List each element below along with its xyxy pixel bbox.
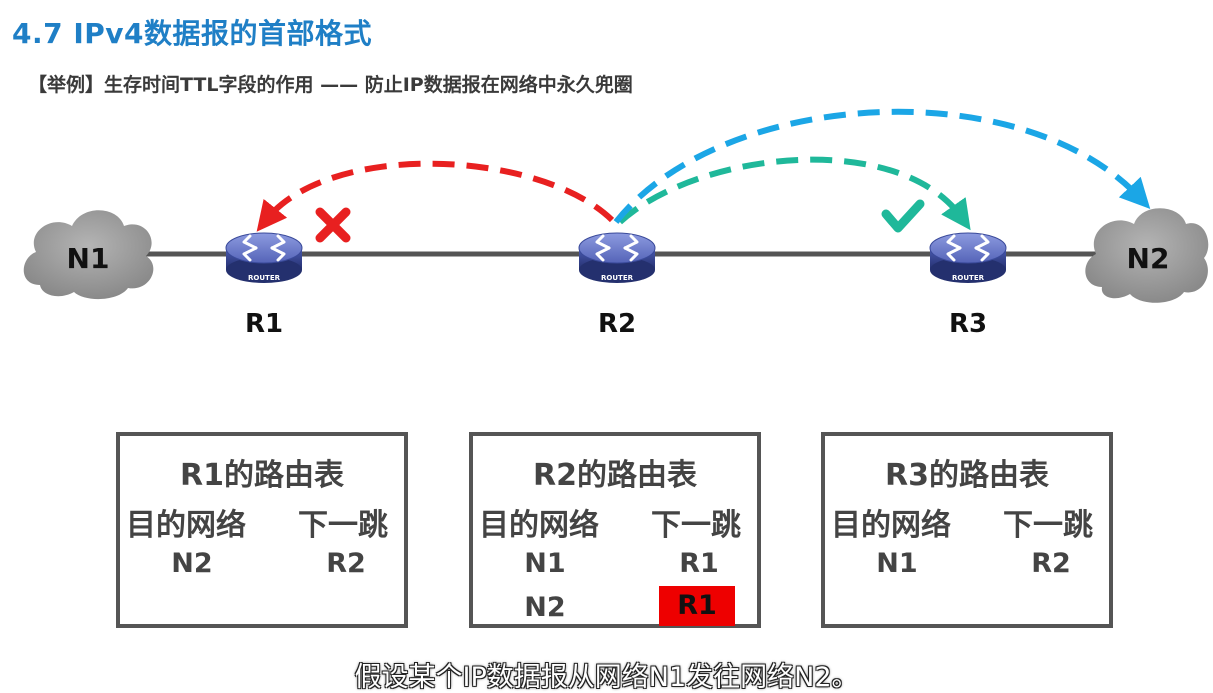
page-subtitle: 【举例】生存时间TTL字段的作用 —— 防止IP数据报在网络中永久兜圈 (28, 74, 633, 96)
header-next-hop: 下一跳 (1003, 508, 1093, 543)
router-r2-label: R2 (598, 309, 636, 339)
routing-table-title: R1的路由表 (180, 458, 344, 493)
network-n2-label: N2 (1127, 242, 1170, 275)
route-next-hop: R2 (1031, 548, 1071, 579)
router-r1-label: R1 (245, 309, 283, 339)
route-next-hop-highlighted: R1 (659, 586, 735, 626)
route-destination: N2 (171, 548, 213, 579)
network-n1-label: N1 (67, 242, 110, 275)
header-next-hop: 下一跳 (298, 508, 388, 543)
network-n1-cloud: N1 (23, 210, 154, 300)
routing-table-r1: R1的路由表 目的网络 下一跳 N2 R2 (116, 432, 408, 628)
arrow-r2-to-r3 (617, 156, 971, 231)
route-destination: N2 (524, 592, 566, 623)
header-destination-network: 目的网络 (831, 508, 951, 543)
header-destination-network: 目的网络 (126, 508, 246, 543)
video-subtitle-caption: 假设某个IP数据报从网络N1发往网络N2。 (354, 662, 859, 693)
page-title: 4.7 IPv4数据报的首部格式 (12, 17, 373, 50)
router-r3-icon: ROUTER (929, 232, 1007, 283)
header-next-hop: 下一跳 (651, 508, 741, 543)
routing-table-r2: R2的路由表 目的网络 下一跳 N1 R1 N2 R1 (469, 432, 761, 628)
routing-table-r3: R3的路由表 目的网络 下一跳 N1 R2 (821, 432, 1113, 628)
routing-table-title: R3的路由表 (885, 458, 1049, 493)
route-destination: N1 (876, 548, 918, 579)
header-destination-network: 目的网络 (479, 508, 599, 543)
route-next-hop: R1 (679, 548, 719, 579)
route-next-hop: R2 (326, 548, 366, 579)
check-mark-icon (881, 199, 925, 233)
cross-mark-icon (315, 207, 351, 243)
arrow-r2-to-n2 (613, 108, 1151, 224)
router-r1-device-text: ROUTER (248, 274, 281, 282)
router-r1-icon: ROUTER (225, 232, 303, 283)
router-r3-label: R3 (949, 309, 987, 339)
network-n2-cloud: N2 (1085, 208, 1209, 303)
arrow-r2-to-r1 (256, 160, 615, 232)
router-r2-icon: ROUTER (578, 232, 656, 283)
route-destination: N1 (524, 548, 566, 579)
network-topology-diagram: N1 N2 ROUTER ROUTER (23, 108, 1209, 339)
routing-table-title: R2的路由表 (533, 458, 697, 493)
router-r2-device-text: ROUTER (601, 274, 634, 282)
router-r3-device-text: ROUTER (952, 274, 985, 282)
